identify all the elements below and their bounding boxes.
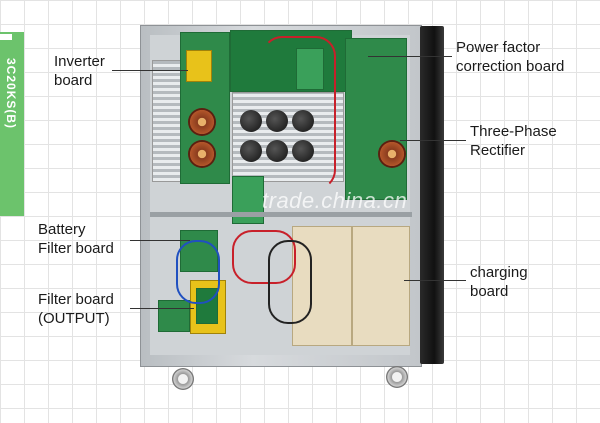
leader-line-battery: [130, 240, 190, 241]
side-tab: [0, 32, 24, 216]
center-heatsink: [232, 92, 344, 182]
capacitor-4: [240, 140, 262, 162]
leader-line-pfc: [368, 56, 452, 57]
black-wire-1: [268, 240, 312, 324]
capacitor-2: [266, 110, 288, 132]
output-terminal-strip: [158, 300, 190, 332]
label-filter-board-output: Filter board (OUTPUT): [38, 291, 114, 327]
cabinet-door-edge: [420, 26, 444, 364]
leader-line-rectifier: [400, 140, 466, 141]
label-power-factor-correction-board: Power factor correction board: [456, 39, 565, 75]
blue-wire-1: [176, 240, 220, 304]
leader-line-charging: [404, 280, 466, 281]
side-tab-mark: [0, 34, 12, 40]
label-battery-filter-board: Battery Filter board: [38, 221, 114, 257]
charging-board-2: [352, 226, 410, 346]
capacitor-6: [292, 140, 314, 162]
capacitor-5: [266, 140, 288, 162]
leader-line-output: [130, 308, 194, 309]
leader-line-inverter: [112, 70, 188, 71]
rectifier-coil: [378, 140, 406, 168]
inverter-yellow-component: [186, 50, 212, 82]
side-tab-model-text: 3C20KS(B): [4, 58, 18, 130]
inverter-coil-2: [188, 140, 216, 168]
red-wire-2: [262, 36, 336, 190]
caster-wheel-right: [386, 366, 408, 388]
capacitor-1: [240, 110, 262, 132]
label-inverter-board: Inverter board: [54, 53, 105, 89]
watermark-text: trade.china.cn: [262, 188, 408, 213]
caster-wheel-left: [172, 368, 194, 390]
cabinet-shelf: [150, 212, 412, 217]
inverter-coil-1: [188, 108, 216, 136]
capacitor-3: [292, 110, 314, 132]
label-three-phase-rectifier: Three-Phase Rectifier: [470, 123, 557, 159]
rectifier-board-pcb: [345, 38, 407, 200]
label-charging-board: charging board: [470, 264, 528, 300]
